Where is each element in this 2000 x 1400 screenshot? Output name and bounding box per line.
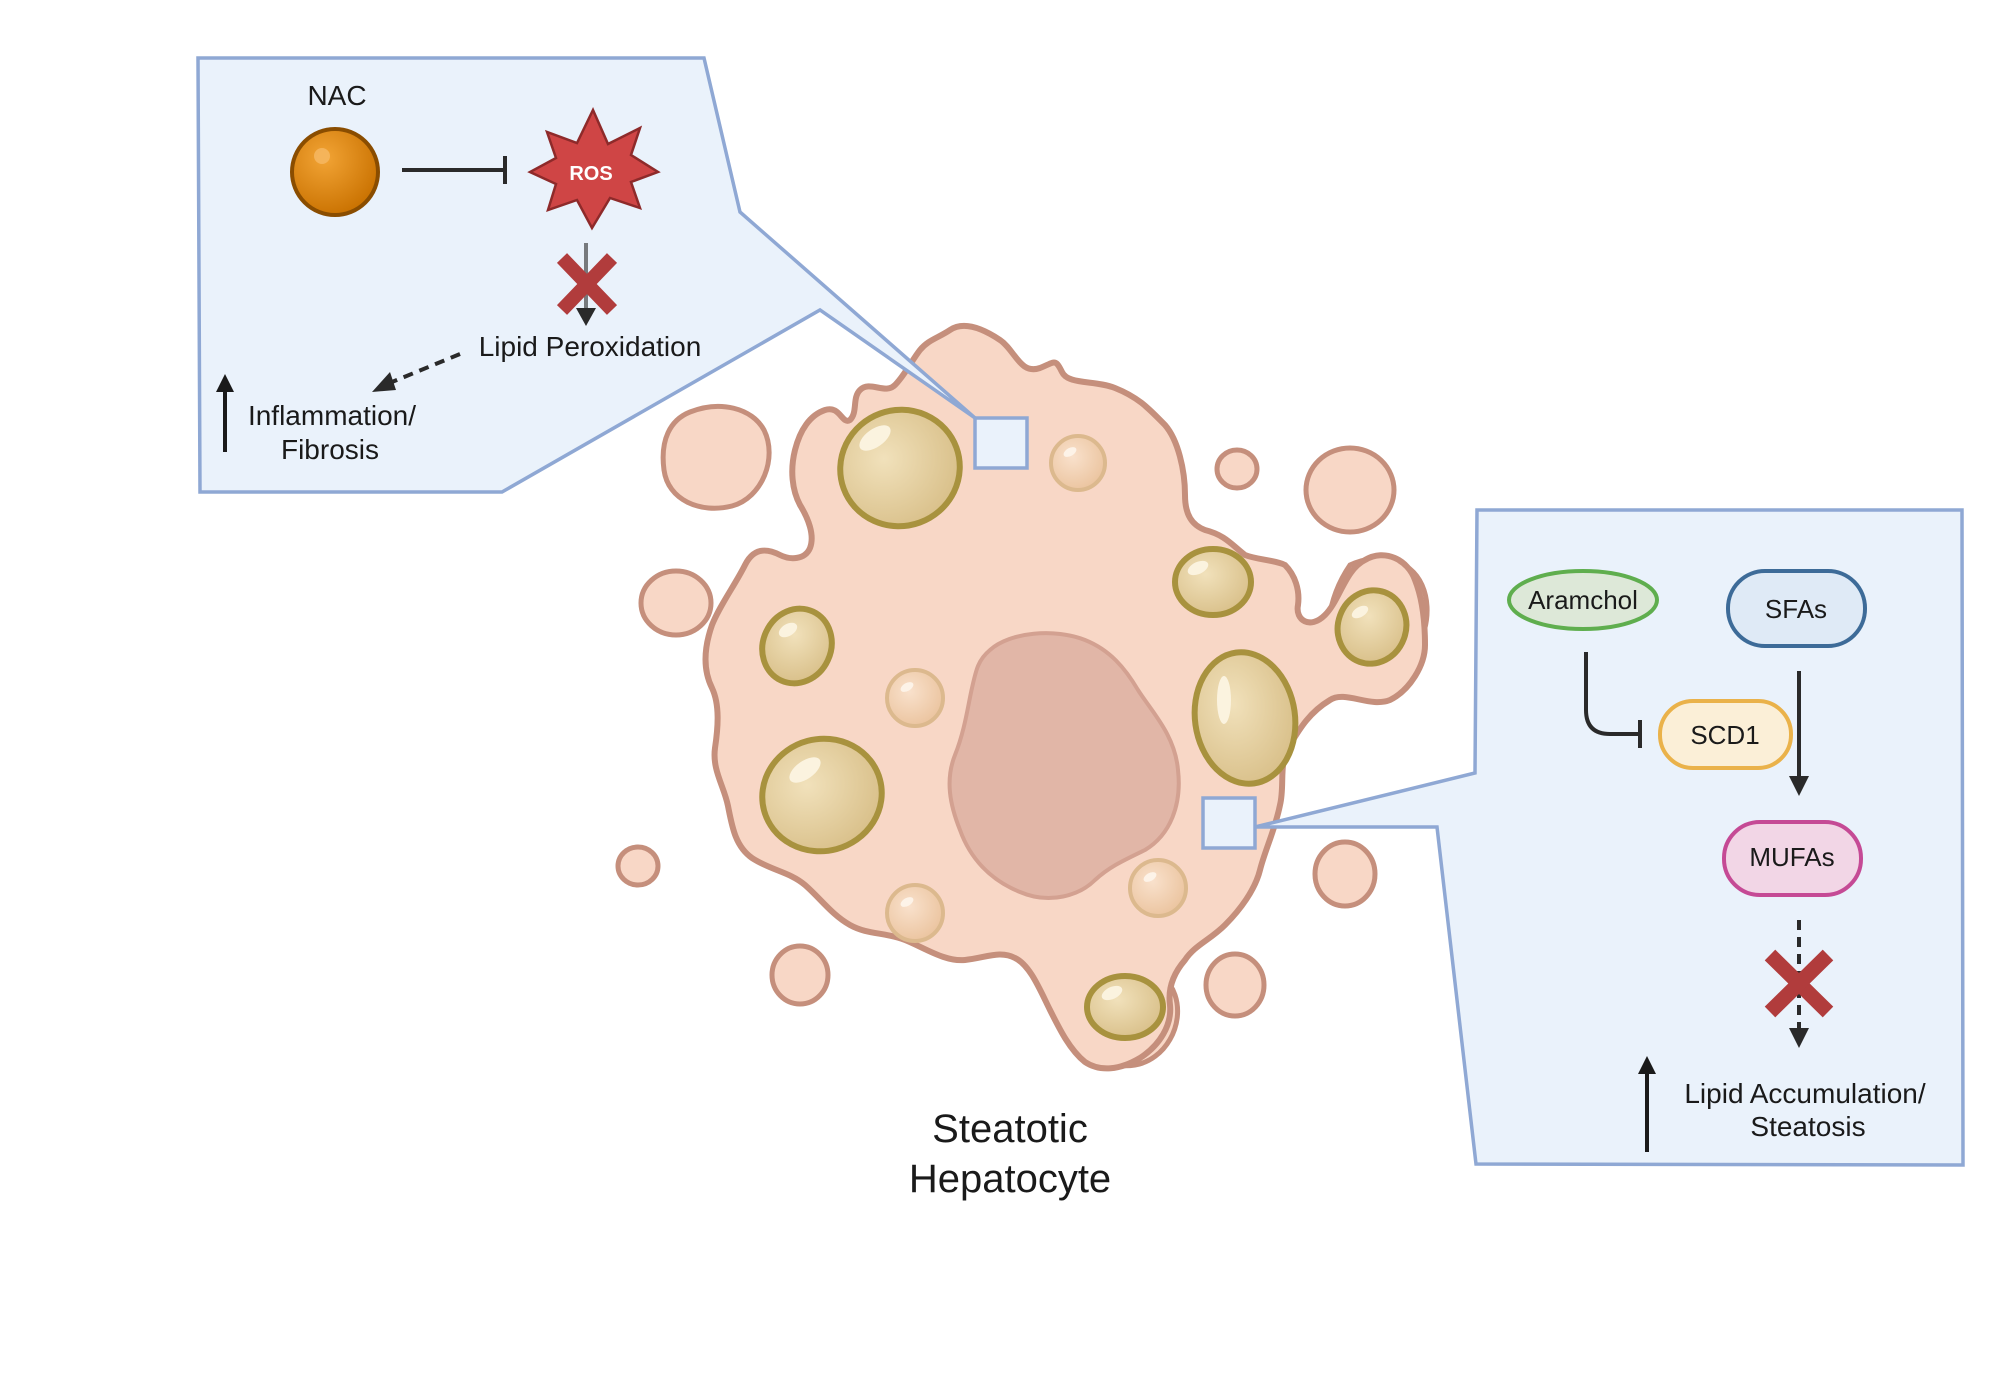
- scd1-label: SCD1: [1690, 720, 1759, 750]
- up-arrow-inflammation: [216, 374, 234, 452]
- lipid-droplet: [759, 735, 885, 855]
- lipid-droplet: [1084, 973, 1166, 1041]
- bleb: [769, 943, 831, 1007]
- large-lipid-droplets: [759, 406, 1410, 1041]
- cell-title-line2: Hepatocyte: [909, 1157, 1111, 1201]
- nac-molecule-icon: [290, 127, 380, 217]
- mufas-node: MUFAs: [1722, 820, 1863, 897]
- right-panel-contents: Aramchol SFAs SCD1 MUFAs: [1507, 569, 1926, 1152]
- bleb: [1303, 445, 1397, 535]
- lipid-droplet: [1172, 546, 1254, 618]
- scd1-node: SCD1: [1658, 699, 1793, 770]
- small-droplet: [1049, 434, 1107, 492]
- lipid-droplet: [1334, 587, 1410, 667]
- cell-title-line1: Steatotic: [932, 1107, 1088, 1151]
- bleb: [615, 844, 661, 888]
- aramchol-label: Aramchol: [1528, 585, 1638, 615]
- ros-label: ROS: [569, 163, 612, 185]
- bleb: [638, 568, 714, 638]
- bleb: [1312, 839, 1378, 909]
- aramchol-node: Aramchol: [1507, 569, 1659, 631]
- nac-label: NAC: [307, 80, 366, 111]
- zoom-region-square-right: [1201, 796, 1257, 850]
- lipid-droplet: [759, 605, 835, 687]
- lipid-droplet: [1191, 649, 1299, 787]
- left-panel-contents: NAC ROS Lipid Peroxidation: [216, 80, 701, 465]
- inhibition-arrow-aramchol-scd1: [1584, 652, 1642, 748]
- nucleus: [947, 631, 1181, 900]
- block-x-icon: [556, 253, 618, 315]
- lipid-accumulation-label-line2: Steatosis: [1750, 1111, 1865, 1142]
- small-droplet: [885, 883, 945, 943]
- bleb: [660, 403, 772, 511]
- inhibition-arrow-nac-ros: [402, 156, 507, 184]
- ros-burst-icon: ROS: [527, 107, 661, 231]
- inflammation-label-line2: Fibrosis: [281, 434, 379, 465]
- sfas-node: SFAs: [1726, 569, 1867, 648]
- bleb: [1203, 951, 1267, 1019]
- dashed-arrow-to-inflammation: [372, 352, 461, 392]
- small-droplet: [885, 668, 945, 728]
- bleb: [1214, 447, 1260, 491]
- mufas-label: MUFAs: [1749, 842, 1834, 872]
- zoom-region-square-top: [973, 416, 1029, 470]
- lipid-accumulation-label-line1: Lipid Accumulation/: [1684, 1078, 1925, 1109]
- small-lipid-droplets: [885, 434, 1188, 943]
- up-arrow-lipid-accumulation: [1638, 1056, 1656, 1152]
- arrow-sfas-to-mufas: [1789, 671, 1809, 796]
- block-x-icon: [1764, 949, 1834, 1018]
- small-droplet: [1128, 858, 1188, 918]
- sfas-label: SFAs: [1765, 594, 1827, 624]
- lipid-droplet: [837, 406, 963, 530]
- inflammation-label-line1: Inflammation/: [248, 400, 416, 431]
- lipid-peroxidation-label: Lipid Peroxidation: [479, 331, 702, 362]
